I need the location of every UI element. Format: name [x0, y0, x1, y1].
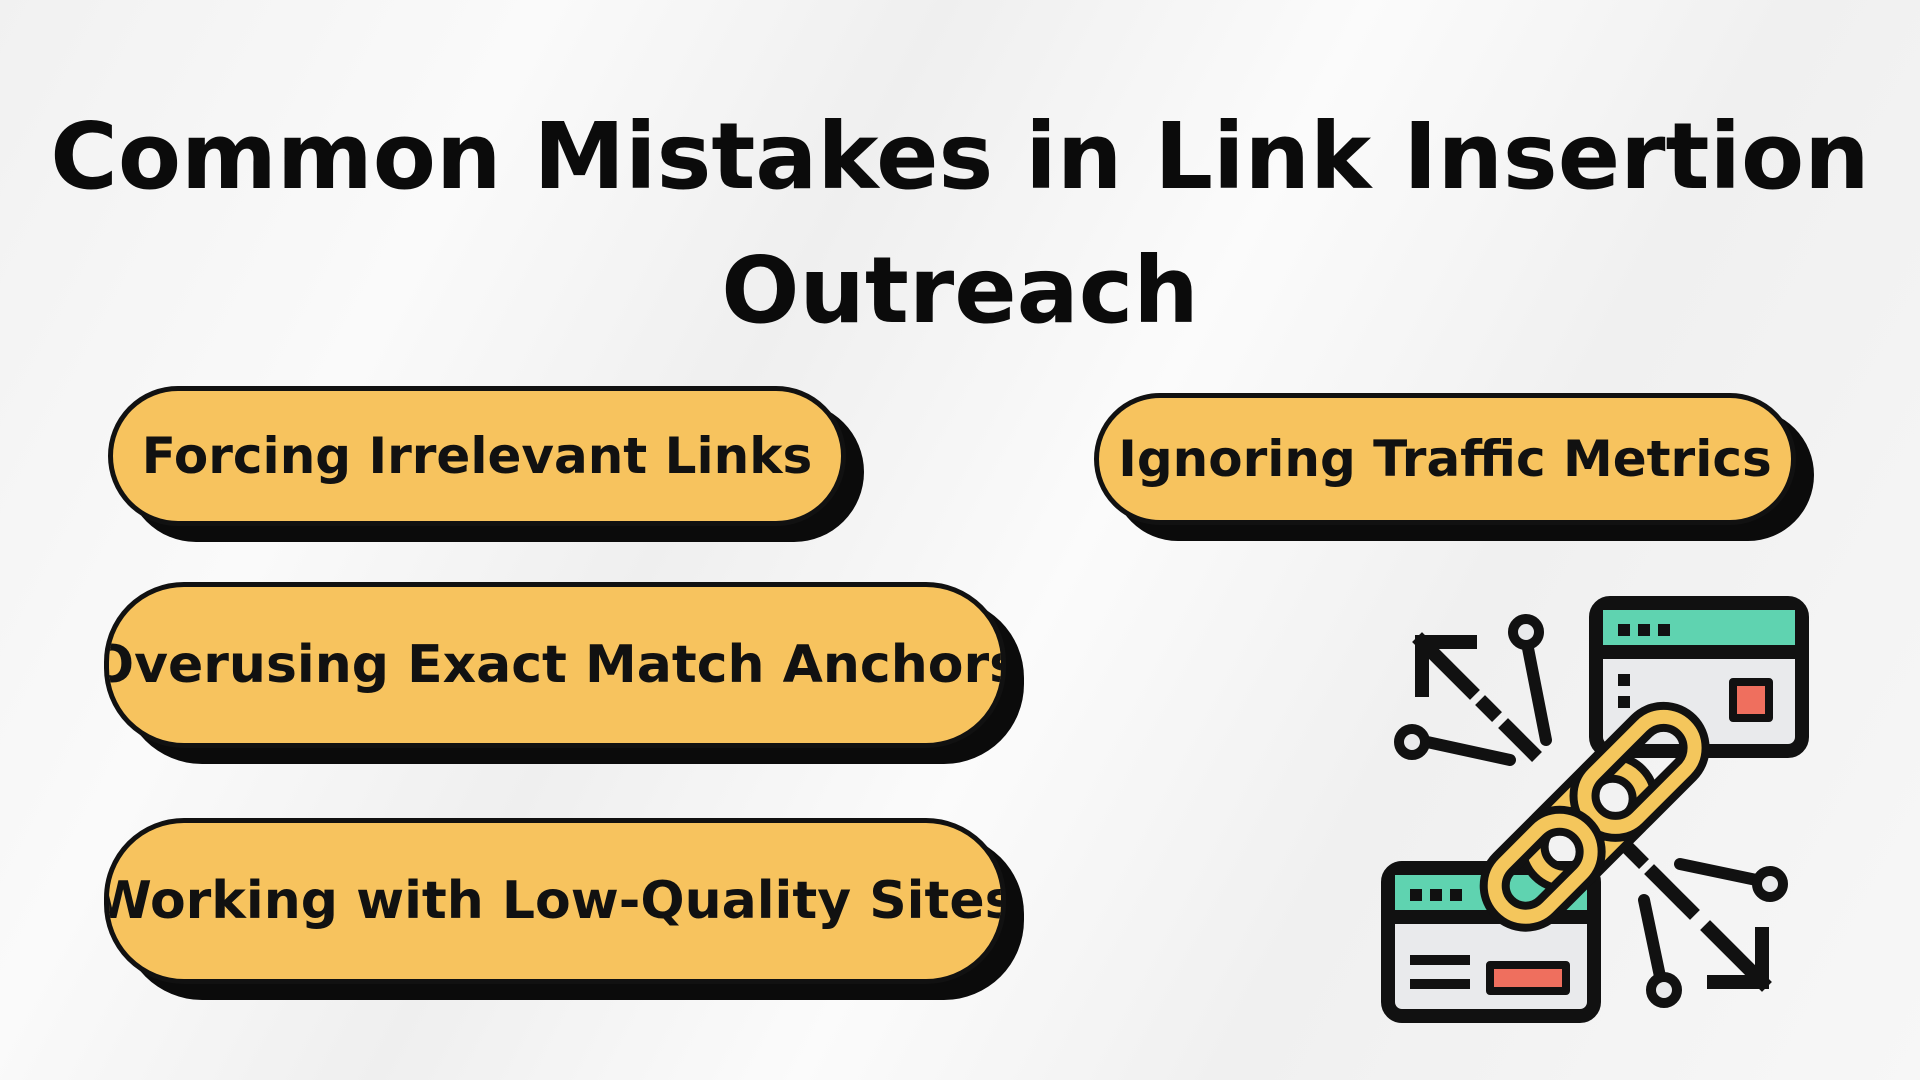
mistake-label: Ignoring Traffic Metrics [1118, 430, 1772, 488]
chain-icon [1479, 701, 1710, 932]
page-title-line-2: Outreach [721, 237, 1199, 344]
node-icon [1508, 614, 1544, 650]
mistake-pill-forcing-irrelevant-links: Forcing Irrelevant Links [108, 386, 846, 526]
mistake-label: Overusing Exact Match Anchors [104, 635, 1006, 695]
mistake-label: Forcing Irrelevant Links [141, 427, 813, 485]
page-title-line-1: Common Mistakes in Link Insertion [50, 103, 1870, 210]
arrow-up-left-icon [1412, 632, 1546, 766]
mistake-label: Working with Low-Quality Sites [104, 871, 1006, 931]
arrow-down-right-icon [1622, 842, 1772, 992]
node-icon [1752, 866, 1788, 902]
mistake-pill-working-with-low-quality-sites: Working with Low-Quality Sites [104, 818, 1006, 984]
node-icon [1646, 972, 1682, 1008]
mistake-pill-ignoring-traffic-metrics: Ignoring Traffic Metrics [1094, 393, 1796, 525]
mistake-pill-overusing-exact-match-anchors: Overusing Exact Match Anchors [104, 582, 1006, 748]
link-building-icon [1370, 590, 1820, 1040]
node-icon [1394, 724, 1430, 760]
